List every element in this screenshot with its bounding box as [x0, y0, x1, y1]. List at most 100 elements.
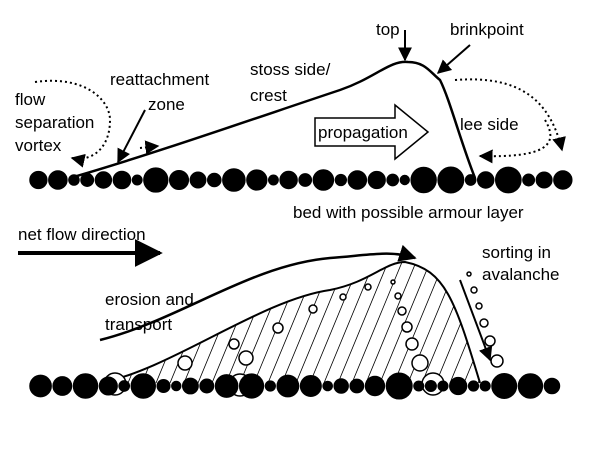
- bed-grain: [72, 373, 99, 399]
- lee-vortex-arrow: [454, 78, 566, 152]
- bed-grain: [222, 168, 246, 192]
- label-brinkpoint: brinkpoint: [450, 20, 524, 39]
- bed-grain: [279, 170, 298, 190]
- bed-grain: [29, 170, 48, 190]
- sediment-grain: [394, 292, 402, 300]
- hatch-line: [253, 262, 310, 383]
- label-top: top: [376, 20, 400, 39]
- bed-grain: [322, 380, 333, 392]
- sorting-grains: [466, 271, 504, 368]
- label-sorting-2: avalanche: [482, 265, 560, 284]
- hatch-line: [295, 262, 352, 383]
- sorting-grain: [479, 318, 489, 328]
- bed-grain: [168, 169, 190, 191]
- bed-grain: [386, 173, 400, 187]
- bed-grain: [476, 171, 495, 189]
- bottom-dune-profile: [99, 260, 481, 384]
- bed-grain: [118, 380, 131, 392]
- bed-grain: [131, 174, 143, 186]
- bed-grain: [437, 166, 465, 194]
- label-propagation: propagation: [318, 123, 408, 142]
- bed-grain: [517, 373, 544, 399]
- label-sorting-1: sorting in: [482, 243, 551, 262]
- bed-grain: [333, 378, 349, 394]
- bed-grain: [494, 166, 522, 194]
- hatch-line: [365, 262, 422, 383]
- sediment-grain: [397, 306, 407, 316]
- bed-grain: [349, 378, 365, 394]
- bed-grain: [464, 174, 477, 186]
- bed-grain: [206, 172, 222, 188]
- bed-grain: [334, 173, 348, 187]
- top-dune-profile: [69, 60, 477, 180]
- left-vortex-arrow: [34, 79, 112, 168]
- label-lee-side: lee side: [460, 115, 519, 134]
- bed-grain: [130, 373, 156, 399]
- sorting-grain: [466, 271, 472, 277]
- bed-grain: [143, 167, 169, 193]
- bed-grain: [522, 173, 536, 187]
- bed-grain: [98, 376, 118, 396]
- propagation-arrow: [314, 103, 430, 161]
- label-flow-1: flow: [15, 90, 46, 109]
- label-erosion-1: erosion and: [105, 290, 194, 309]
- bed-grain: [171, 380, 182, 392]
- label-stoss-2: crest: [250, 86, 287, 105]
- bed-grain: [312, 169, 335, 191]
- bed-grain: [437, 380, 449, 392]
- sediment-grain: [272, 322, 284, 334]
- sorting-grain: [490, 354, 504, 368]
- bed-grain: [491, 373, 518, 399]
- bed-grain: [189, 171, 207, 189]
- sorting-grain: [470, 286, 478, 294]
- reattachment-arrow: [117, 109, 146, 164]
- hatch-line: [323, 262, 380, 383]
- label-flow-2: separation: [15, 113, 94, 132]
- bed-grain: [543, 377, 561, 395]
- sediment-grain: [390, 279, 396, 285]
- bed-grain: [424, 379, 437, 393]
- label-net-flow: net flow direction: [18, 225, 146, 244]
- sediment-grain: [177, 355, 193, 371]
- sorting-grain: [475, 302, 483, 310]
- bed-grain: [80, 173, 95, 187]
- sediment-grain: [405, 337, 419, 351]
- bed-grain: [298, 173, 313, 187]
- bed-grain: [214, 374, 239, 398]
- bed-grain: [181, 377, 199, 395]
- hatch-line: [309, 262, 366, 383]
- bed-grain: [449, 376, 468, 396]
- sediment-grain: [308, 304, 318, 314]
- top-bed-grains: [29, 166, 573, 194]
- bed-grain: [48, 170, 68, 190]
- sorting-grain: [484, 335, 496, 347]
- brinkpoint-arrow: [436, 44, 471, 74]
- bed-grain: [94, 171, 113, 189]
- hatch-line: [421, 262, 478, 383]
- bed-grain: [299, 374, 322, 398]
- bed-grain: [267, 174, 279, 186]
- hatch-line: [337, 262, 394, 383]
- reattachment-small-arrow: [139, 140, 160, 155]
- bed-grain: [367, 170, 386, 190]
- label-reattachment-2: zone: [148, 95, 185, 114]
- bed-grain: [413, 380, 425, 392]
- bed-grain: [246, 169, 268, 191]
- bed-grain: [410, 166, 437, 194]
- bed-grain: [479, 380, 491, 392]
- bed-grain: [52, 376, 73, 396]
- avalanche-arrow: [459, 279, 493, 362]
- hatch-line: [379, 262, 436, 383]
- hatch-line: [211, 262, 268, 383]
- bed-grain: [199, 378, 215, 394]
- sediment-grain: [401, 321, 413, 333]
- bed-grain: [364, 375, 386, 397]
- bed-grain: [347, 170, 368, 190]
- bottom-bed-grains: [29, 372, 561, 400]
- sediment-grain: [411, 354, 429, 372]
- bed-grain: [467, 380, 480, 392]
- sediment-grain: [364, 283, 372, 291]
- bed-grain: [276, 374, 300, 398]
